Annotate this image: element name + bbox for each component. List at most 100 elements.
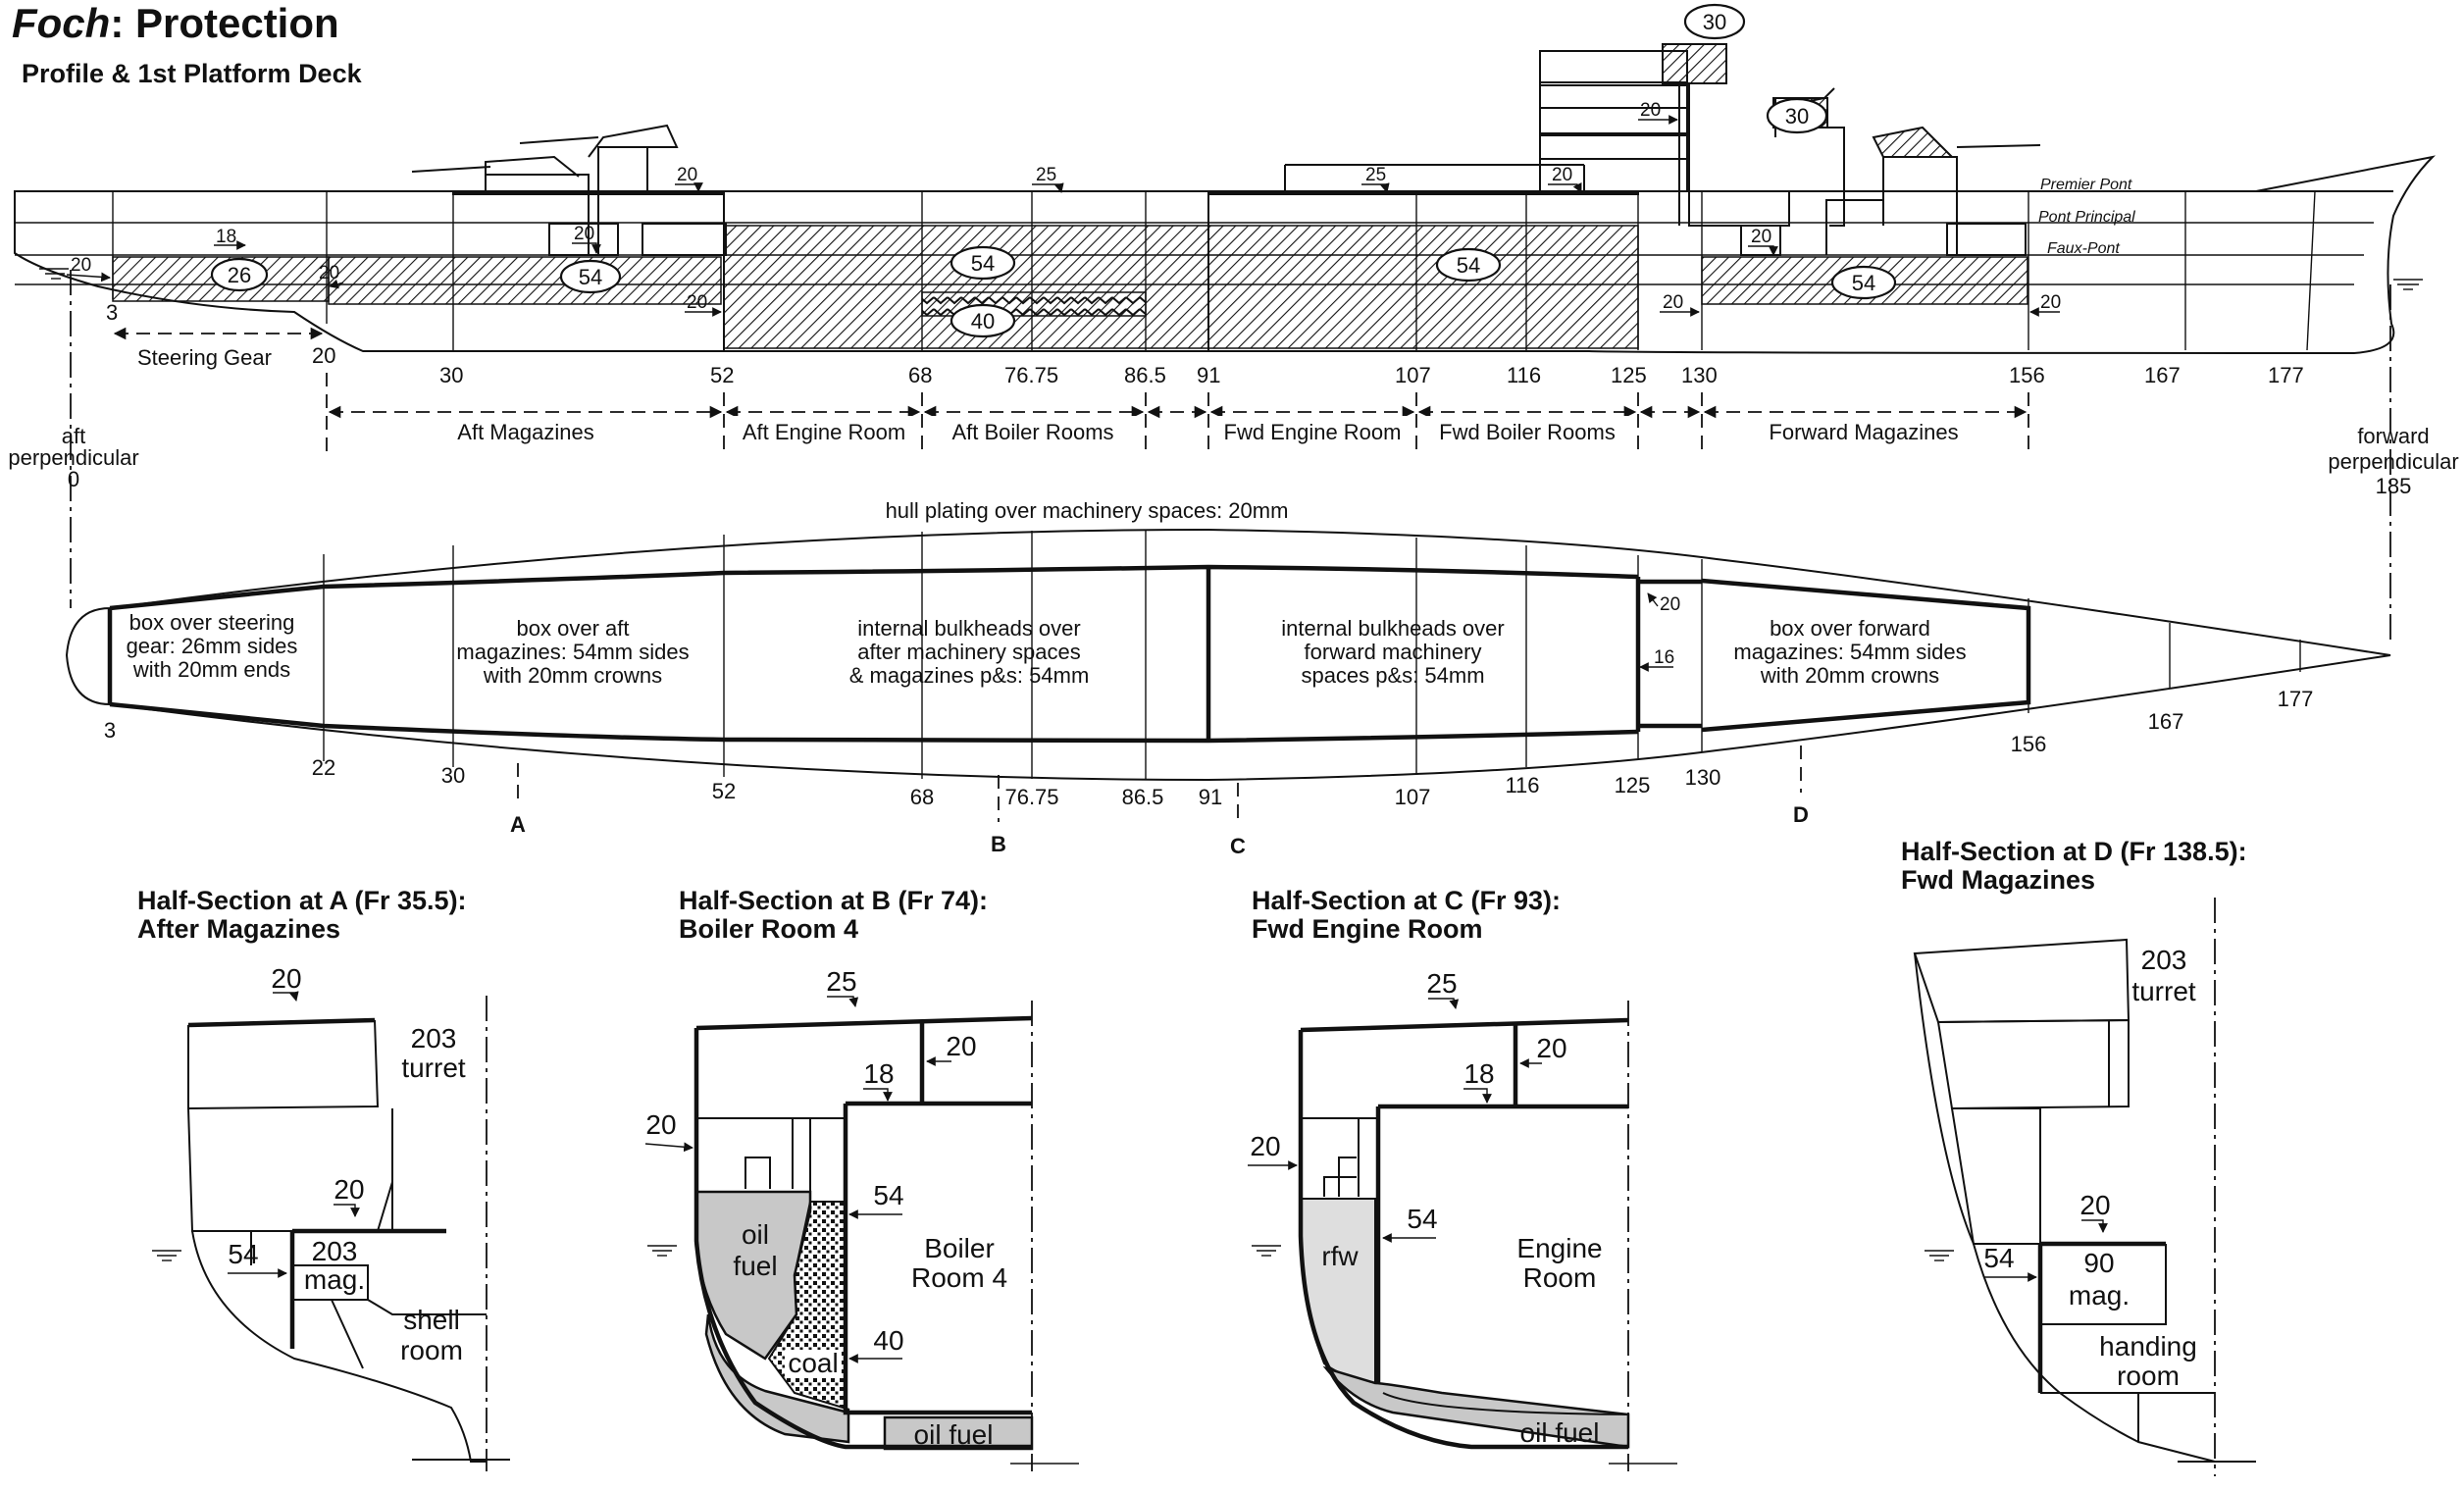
section-d-label-90: 90	[2083, 1248, 2114, 1278]
fwd-superstructure	[1539, 43, 2041, 256]
space-dividers	[326, 373, 2029, 453]
section-a-label-203: 203	[411, 1023, 457, 1054]
frame-30: 30	[439, 363, 463, 387]
section-c-label-20-right: 20	[1536, 1033, 1566, 1063]
ship-name: Foch	[12, 0, 111, 46]
section-b-label-40: 40	[873, 1325, 903, 1356]
section-d-label-handing: handing	[2099, 1331, 2197, 1362]
space-forward-magazines: Forward Magazines	[1769, 420, 1958, 444]
deck-pont-principal: Pont Principal	[2038, 209, 2135, 226]
frame-116: 116	[1507, 363, 1541, 387]
plan-box-aft-l2: magazines: 54mm sides	[456, 640, 689, 664]
section-b-label-20-side: 20	[645, 1109, 676, 1140]
space-aft-boiler-rooms: Aft Boiler Rooms	[951, 420, 1113, 444]
plan-section-marks: A B C D	[510, 746, 1809, 858]
plan-box-after-machinery-l3: & magazines p&s: 54mm	[849, 663, 1090, 688]
plan-box-texts: box over steering gear: 26mm sides with …	[127, 610, 1967, 688]
label-20-stern: 20	[71, 255, 91, 276]
profile-waterlines	[39, 268, 2423, 290]
section-a-label-203-mag: 203	[312, 1236, 358, 1266]
section-b-label-oil: oil	[742, 1219, 769, 1250]
plan-frame-68: 68	[910, 785, 934, 809]
plan-frame-76-75: 76.75	[1004, 785, 1058, 809]
section-d-title-line1: Half-Section at D (Fr 138.5):	[1901, 837, 2247, 866]
plan-frame-167: 167	[2148, 709, 2184, 734]
fwd-perp-line1: forward	[2357, 424, 2429, 448]
plan-label-20: 20	[1660, 594, 1680, 615]
plan-frame-lines	[323, 530, 2301, 780]
profile-small-labels: 18 20 20 20 20 25 25 20 20 20 20 20 20	[66, 100, 2061, 317]
plan-frame-125: 125	[1615, 773, 1651, 797]
plan-frame-numbers: 3 22 30 52 68 76.75 86.5 91 107 116 125 …	[104, 687, 2313, 809]
frame-107: 107	[1395, 363, 1431, 387]
half-section-d: Half-Section at D (Fr 138.5): Fwd Magazi…	[1901, 837, 2256, 1476]
title-rest: : Protection	[110, 0, 339, 46]
space-aft-engine-room: Aft Engine Room	[743, 420, 905, 444]
fwd-perp-line2: perpendicular	[2328, 449, 2458, 474]
section-c-label-54: 54	[1407, 1204, 1437, 1234]
plan-frame-22: 22	[312, 755, 335, 780]
section-b-label-coal: coal	[788, 1348, 838, 1378]
oval-54-aft: 54	[579, 265, 602, 289]
plan-box-aft-l1: box over aft	[517, 616, 630, 641]
section-d-label-20: 20	[2079, 1190, 2110, 1220]
plan-frame-52: 52	[712, 779, 736, 803]
section-c-label-20-side: 20	[1250, 1131, 1280, 1161]
section-d-label-turret: turret	[2131, 976, 2196, 1006]
label-20-tower: 20	[1640, 100, 1661, 121]
oval-54-fwd-machinery: 54	[1457, 253, 1480, 278]
plan-frame-130: 130	[1685, 765, 1721, 790]
section-b-label-54: 54	[873, 1180, 903, 1210]
frame-76-75: 76.75	[1004, 363, 1058, 387]
section-a-label-mag: mag.	[304, 1264, 365, 1295]
section-b-title-line1: Half-Section at B (Fr 74):	[679, 886, 988, 915]
section-a-label-room: room	[400, 1335, 463, 1365]
aft-superstructure	[411, 124, 1639, 256]
section-c-label-rfw: rfw	[1321, 1241, 1359, 1271]
aft-perpendicular-label: aft perpendicular 0	[8, 424, 138, 491]
profile-frame-numbers: 3 20 30 52 68 76.75 86.5 91 107 116 125 …	[106, 300, 2304, 387]
aft-perp-line2: perpendicular	[8, 445, 138, 470]
section-d-label-54: 54	[1983, 1243, 2014, 1273]
space-labels: Aft Magazines Aft Engine Room Aft Boiler…	[457, 416, 2011, 445]
section-c-label-oil-fuel: oil fuel	[1520, 1417, 1600, 1448]
plan-box-fwd-machinery-l2: forward machinery	[1305, 640, 1482, 664]
oval-30-director: 30	[1703, 10, 1726, 34]
plan-heading: hull plating over machinery spaces: 20mm	[886, 498, 1289, 523]
plan-frame-91: 91	[1199, 785, 1222, 809]
plan-box-fwd-machinery-l1: internal bulkheads over	[1281, 616, 1504, 641]
section-b-label-18: 18	[863, 1058, 894, 1089]
frame-52: 52	[710, 363, 734, 387]
section-c-title-line2: Fwd Engine Room	[1252, 914, 1483, 944]
section-d-label-room: room	[2117, 1361, 2180, 1391]
label-18: 18	[216, 227, 236, 247]
label-25-fwd: 25	[1365, 165, 1386, 185]
ship-profile: Premier Pont Pont Principal Faux-Pont	[8, 3, 2459, 643]
aft-magazine-box	[328, 256, 722, 305]
fwd-perpendicular-label: forward perpendicular 185	[2328, 424, 2458, 498]
label-20-steering-end: 20	[319, 263, 339, 283]
plan-frame-156: 156	[2011, 732, 2047, 756]
profile-ovals: 26 54 54 40 54 54 30 30	[210, 3, 1897, 338]
page-title: Foch: Protection	[12, 0, 339, 47]
section-a-label-20-top: 20	[271, 963, 301, 994]
label-20-aft-bulkhead: 20	[687, 292, 707, 313]
plan-box-steering-l1: box over steering	[129, 610, 295, 635]
label-20-fwd-bulkhead: 20	[1663, 292, 1683, 313]
frame-91: 91	[1197, 363, 1220, 387]
plan-hull-outline	[65, 528, 2391, 782]
section-b-title-line2: Boiler Room 4	[679, 914, 858, 944]
plan-frame-107: 107	[1395, 785, 1431, 809]
plan-inner-bulkheads	[107, 564, 2031, 744]
label-20-fwd-deck: 20	[1552, 165, 1572, 185]
section-mark-b: B	[991, 832, 1006, 856]
section-b-label-fuel: fuel	[733, 1251, 777, 1281]
oval-26: 26	[228, 263, 251, 287]
section-b-label-room-4: Room 4	[911, 1262, 1007, 1293]
deck-faux-pont: Faux-Pont	[2047, 240, 2120, 257]
plan-box-fwd-l1: box over forward	[1770, 616, 1930, 641]
space-aft-magazines: Aft Magazines	[457, 420, 593, 444]
section-c-label-room: Room	[1523, 1262, 1597, 1293]
section-a-label-54: 54	[228, 1239, 258, 1269]
